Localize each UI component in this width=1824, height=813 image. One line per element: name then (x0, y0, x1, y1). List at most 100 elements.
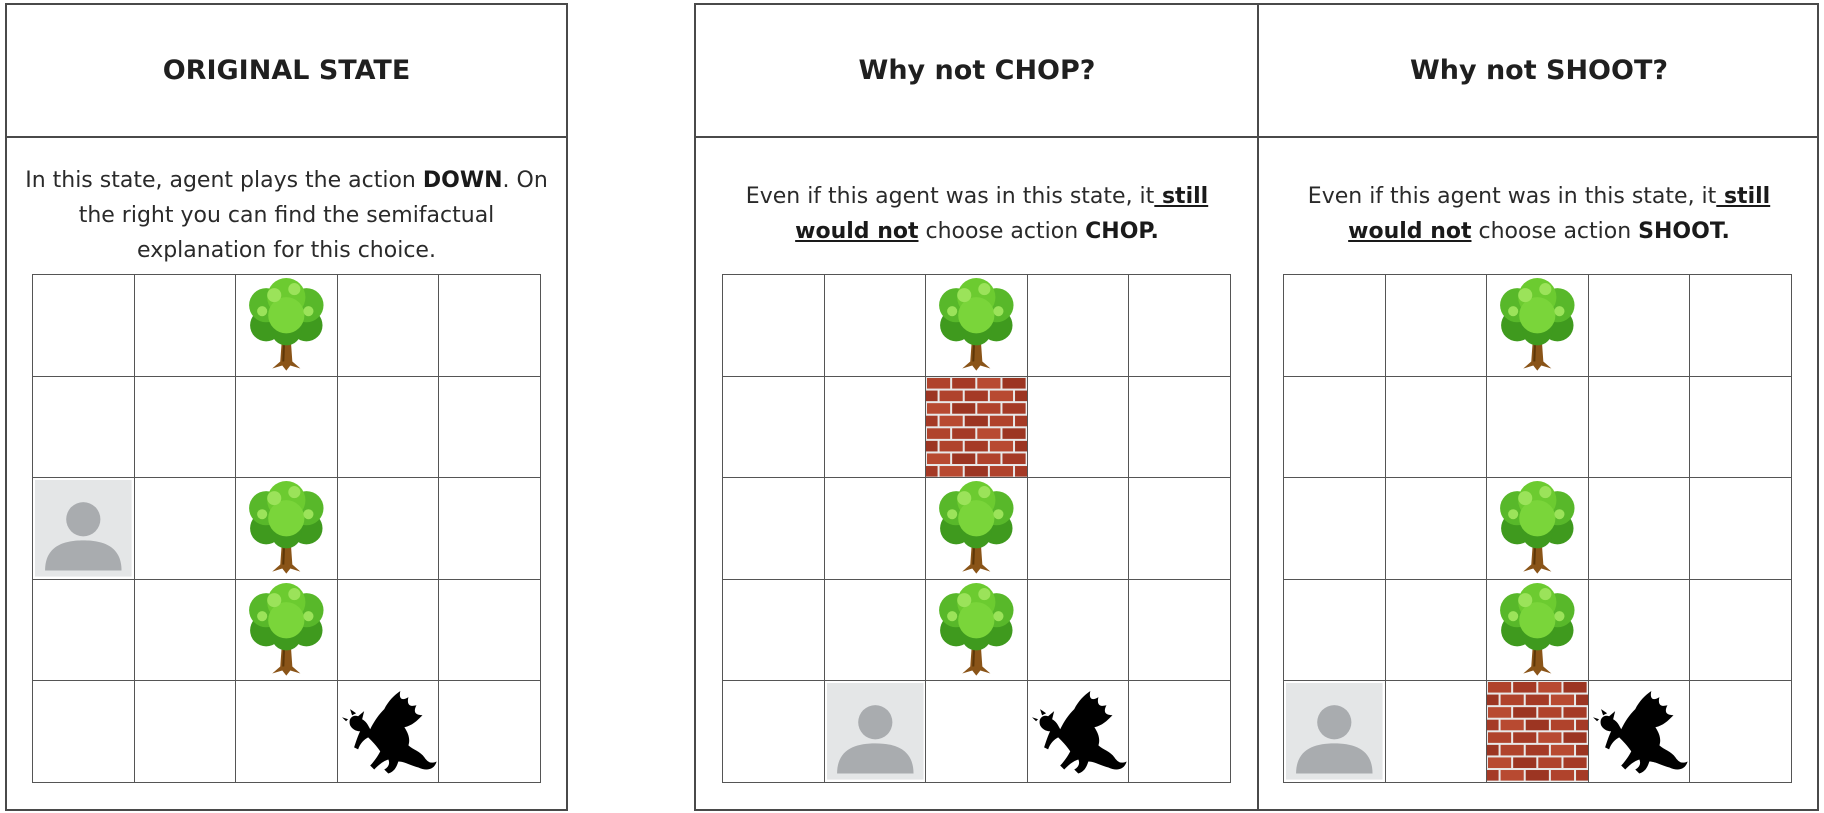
grid-cell (33, 478, 135, 580)
agent-icon (1284, 681, 1385, 782)
description-text-end: . On the right you can find the semifact… (78, 168, 548, 263)
grid-cell (1385, 478, 1488, 580)
grid-cell (1487, 376, 1589, 479)
grid-cell (1588, 478, 1691, 580)
grid-cell (1588, 275, 1691, 377)
grid-cell (723, 275, 825, 377)
tree-icon (1487, 580, 1588, 681)
grid-cell (33, 681, 135, 783)
agent-icon (33, 478, 134, 579)
grid-cell (1487, 579, 1589, 682)
original-state-description: In this state, agent plays the action DO… (19, 163, 554, 268)
grid-cell (439, 478, 541, 580)
grid-cell (337, 579, 440, 682)
grid-cell (1129, 376, 1231, 479)
grid-cell (1027, 376, 1130, 479)
grid-cell (824, 275, 927, 377)
grid-cell (33, 579, 135, 682)
grid-cell (1129, 275, 1231, 377)
tree-icon (236, 580, 337, 681)
grid-cell (337, 478, 440, 580)
grid-cell (236, 275, 338, 377)
why-not-chop-column: Why not CHOP? Even if this agent was in … (696, 5, 1258, 809)
grid-cell (134, 275, 237, 377)
grid-cell (337, 681, 440, 783)
grid-cell (33, 376, 135, 479)
grid-cell (1588, 579, 1691, 682)
tree-icon (926, 478, 1027, 579)
description-emphasis: still would not (1348, 184, 1771, 244)
agent-icon (825, 681, 926, 782)
grid-cell (337, 376, 440, 479)
grid-cell (926, 681, 1028, 783)
description-text: Even if this agent was in this state, it (1307, 184, 1717, 209)
wall-icon (1487, 681, 1588, 782)
grid-cell (1027, 579, 1130, 682)
dragon-icon (1589, 681, 1690, 782)
grid-cell (1284, 478, 1386, 580)
grid-cell (134, 579, 237, 682)
grid-cell (1487, 275, 1589, 377)
grid-cell (1284, 275, 1386, 377)
description-text: In this state, agent plays the action (25, 168, 423, 193)
grid-cell (926, 579, 1028, 682)
grid-cell (824, 681, 927, 783)
grid-cell (1284, 579, 1386, 682)
description-text: Even if this agent was in this state, it (745, 184, 1155, 209)
tree-icon (1487, 478, 1588, 579)
grid-cell (236, 579, 338, 682)
grid-cell (1690, 478, 1792, 580)
grid-cell (1588, 376, 1691, 479)
grid-cell (236, 478, 338, 580)
tree-icon (926, 275, 1027, 376)
grid-cell (723, 376, 825, 479)
grid-cell (926, 275, 1028, 377)
grid-cell (1690, 376, 1792, 479)
why-not-chop-title: Why not CHOP? (696, 5, 1258, 138)
grid-cell (723, 579, 825, 682)
grid-cell (1487, 478, 1589, 580)
semifactual-panel: Why not CHOP? Even if this agent was in … (694, 3, 1819, 811)
why-not-shoot-column: Why not SHOOT? Even if this agent was in… (1259, 5, 1819, 809)
why-not-chop-description: Even if this agent was in this state, it… (708, 179, 1246, 249)
tree-icon (926, 580, 1027, 681)
original-state-panel: ORIGINAL STATE In this state, agent play… (5, 3, 568, 811)
grid-cell (1027, 478, 1130, 580)
grid-cell (1284, 681, 1386, 783)
grid-cell (723, 478, 825, 580)
description-action: SHOOT. (1638, 219, 1730, 244)
grid-cell (1129, 681, 1231, 783)
why-not-shoot-title: Why not SHOOT? (1259, 5, 1819, 138)
grid-cell (1487, 681, 1589, 783)
grid-cell (439, 579, 541, 682)
dragon-icon (338, 681, 439, 782)
grid-cell (134, 478, 237, 580)
original-state-title: ORIGINAL STATE (7, 5, 566, 138)
column-divider (1257, 5, 1259, 809)
wall-icon (926, 376, 1027, 478)
grid-cell (439, 681, 541, 783)
dragon-icon (1028, 681, 1129, 782)
why-not-shoot-grid (1283, 274, 1792, 783)
grid-cell (134, 681, 237, 783)
original-state-grid (32, 274, 541, 783)
grid-cell (1690, 681, 1792, 783)
grid-cell (1588, 681, 1691, 783)
tree-icon (1487, 275, 1588, 376)
grid-cell (1385, 579, 1488, 682)
description-action: DOWN (422, 168, 503, 193)
grid-cell (1027, 275, 1130, 377)
grid-cell (1385, 681, 1488, 783)
why-not-chop-grid (722, 274, 1231, 783)
grid-cell (337, 275, 440, 377)
grid-cell (1284, 376, 1386, 479)
grid-cell (236, 681, 338, 783)
grid-cell (33, 275, 135, 377)
grid-cell (1385, 275, 1488, 377)
tree-icon (236, 478, 337, 579)
grid-cell (1690, 275, 1792, 377)
grid-cell (824, 478, 927, 580)
grid-cell (439, 275, 541, 377)
grid-cell (1385, 376, 1488, 479)
grid-cell (1690, 579, 1792, 682)
